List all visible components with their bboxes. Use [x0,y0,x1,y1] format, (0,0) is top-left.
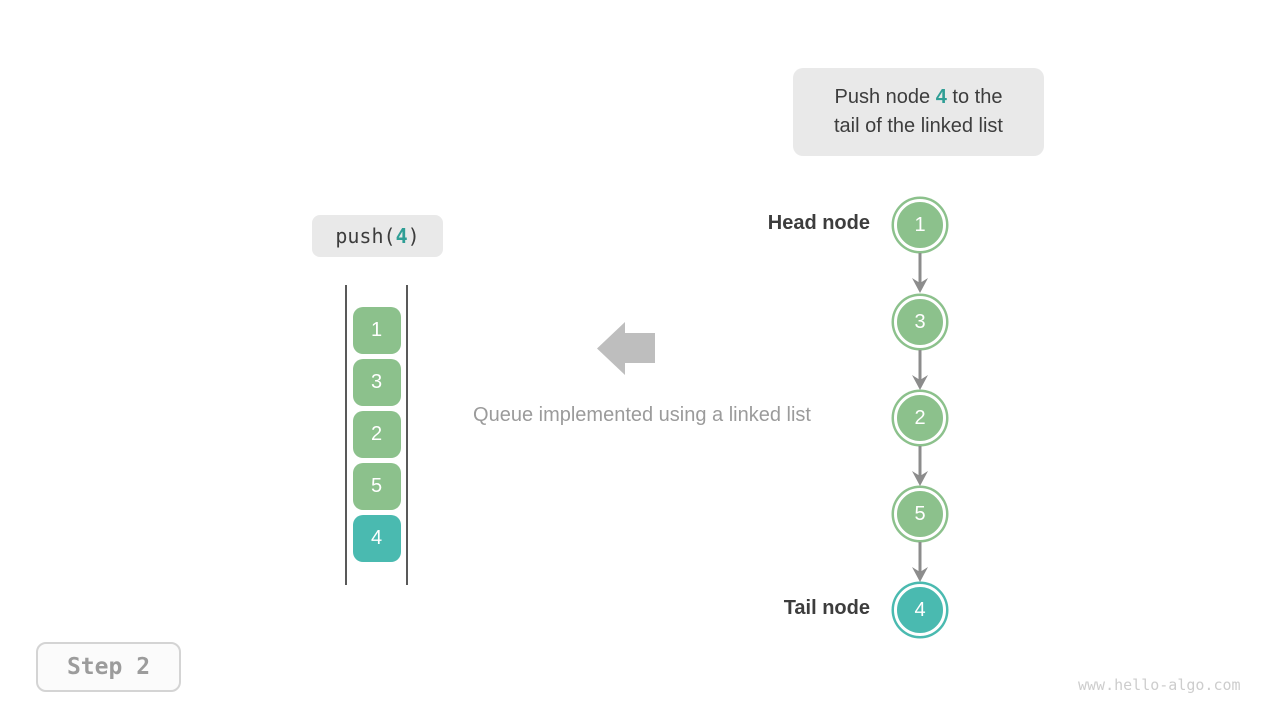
linked-list-node-highlighted: 4 [894,584,946,636]
down-arrow-icon [912,253,928,293]
queue-cell: 1 [352,307,401,354]
operation-label-value: 4 [395,224,408,248]
queue-cell: 2 [352,411,401,458]
queue-container: 1 3 2 5 4 [345,285,408,585]
operation-label-pre: push( [335,224,396,248]
linked-list-node: 1 [894,199,946,251]
left-arrow-icon [597,322,655,375]
operation-label: push(4) [312,215,443,257]
linked-list-node: 5 [894,488,946,540]
queue-cell-highlighted: 4 [352,515,401,562]
step-badge: Step 2 [36,642,181,692]
linked-list-node: 2 [894,392,946,444]
operation-label-post: ) [407,224,420,248]
callout-line1-pre: Push node [834,86,936,108]
callout-line1-post: to the [946,86,1003,108]
callout-highlight-value: 4 [935,86,947,108]
callout-bubble: Push node 4 to the tail of the linked li… [793,68,1044,156]
linked-list-node: 3 [894,296,946,348]
callout-text: Push node 4 to the tail of the linked li… [834,83,1003,141]
watermark: www.hello-algo.com [1078,676,1241,694]
head-node-label: Head node [767,212,870,234]
down-arrow-icon [912,446,928,486]
queue-cell: 3 [352,359,401,406]
down-arrow-icon [912,350,928,390]
diagram-caption: Queue implemented using a linked list [473,404,811,426]
queue-cell: 5 [352,463,401,510]
down-arrow-icon [912,542,928,582]
callout-line2: tail of the linked list [834,115,1003,137]
tail-node-label: Tail node [783,597,870,619]
